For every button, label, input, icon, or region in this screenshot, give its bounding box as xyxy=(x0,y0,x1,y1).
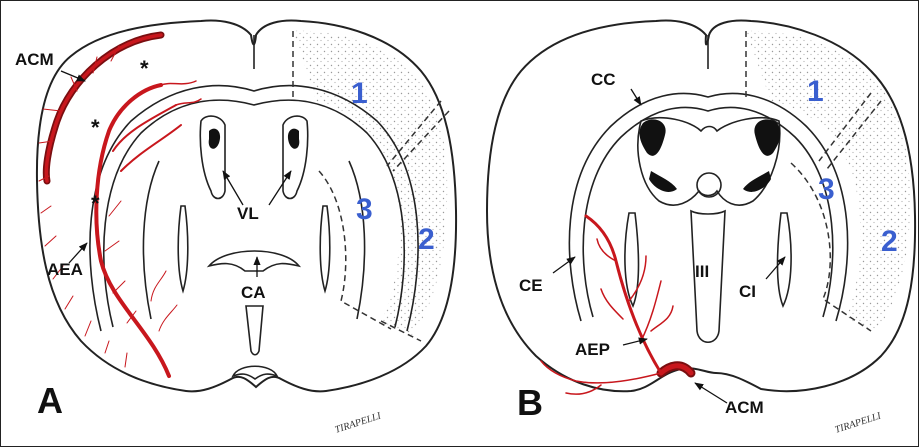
panel-a-label-aea: AEA xyxy=(47,260,83,279)
panel-a-midline-stalk xyxy=(246,306,263,355)
panel-b-choroid-right xyxy=(743,119,780,192)
panel-b-label-cc: CC xyxy=(591,70,616,89)
panel-b-region-3: 3 xyxy=(818,173,835,206)
panel-b-label-ci: CI xyxy=(739,282,756,301)
panel-b-vessels xyxy=(541,216,691,394)
panel-b-label-aep: AEP xyxy=(575,340,610,359)
panel-b-slit-left xyxy=(625,213,639,306)
panel-a-choroid-right xyxy=(288,129,299,149)
panel-b-ci-arrow xyxy=(766,257,785,279)
panel-b-slit-right xyxy=(778,213,792,306)
panel-b-acm-arrow xyxy=(695,383,727,403)
panel-a-aea-branch-1 xyxy=(113,105,181,171)
panel-a-ventricle-right xyxy=(283,116,308,198)
panel-b-label-iii: III xyxy=(695,262,709,281)
panel-a: ACM AEA VL CA * * * 1 2 3 A TIRAPELLI xyxy=(15,21,456,436)
panel-a-vl-arrow-left xyxy=(223,171,243,205)
panel-b-label-ce: CE xyxy=(519,276,543,295)
panel-b-label-acm: ACM xyxy=(725,398,764,417)
panel-a-region-1: 1 xyxy=(351,77,368,110)
panel-a-star-2: * xyxy=(91,115,100,140)
panel-a-region-3: 3 xyxy=(356,193,373,226)
panel-b-aep-branches xyxy=(541,239,673,394)
panel-a-vl-arrow-right xyxy=(269,171,291,205)
panel-a-slit-left xyxy=(178,206,188,291)
panel-b-corpus-callosum xyxy=(569,93,847,321)
panel-a-signature: TIRAPELLI xyxy=(334,410,383,435)
panel-a-label-ca: CA xyxy=(241,283,266,302)
panel-b-central-circle xyxy=(697,173,721,197)
panel-a-slit-right xyxy=(320,206,330,291)
panel-a-letter: A xyxy=(37,380,63,421)
panel-a-choroid-left xyxy=(209,129,220,149)
panel-b-signature: TIRAPELLI xyxy=(834,410,883,435)
panel-a-aea-branch-2 xyxy=(161,81,201,105)
panel-a-aea-trunk xyxy=(96,85,169,376)
panel-a-region-2: 2 xyxy=(418,223,435,256)
panel-b: CC CE CI III AEP ACM 1 2 3 B TIRAPELLI xyxy=(487,21,915,436)
panel-a-label-vl: VL xyxy=(237,204,259,223)
panel-a-star-3: * xyxy=(91,191,100,216)
panel-a-star-1: * xyxy=(140,56,149,81)
panel-b-letter: B xyxy=(517,382,543,423)
panel-b-corpus-callosum-inner xyxy=(583,107,833,317)
panel-b-region-1: 1 xyxy=(807,75,824,108)
panel-a-label-acm: ACM xyxy=(15,50,54,69)
panel-b-region-2: 2 xyxy=(881,225,898,258)
panel-a-ventricle-left xyxy=(200,116,225,198)
panel-b-cc-arrow xyxy=(631,89,641,105)
panel-b-ce-arrow xyxy=(553,257,575,273)
panel-a-vessels xyxy=(39,35,201,376)
panel-a-anterior-commissure xyxy=(209,251,299,271)
